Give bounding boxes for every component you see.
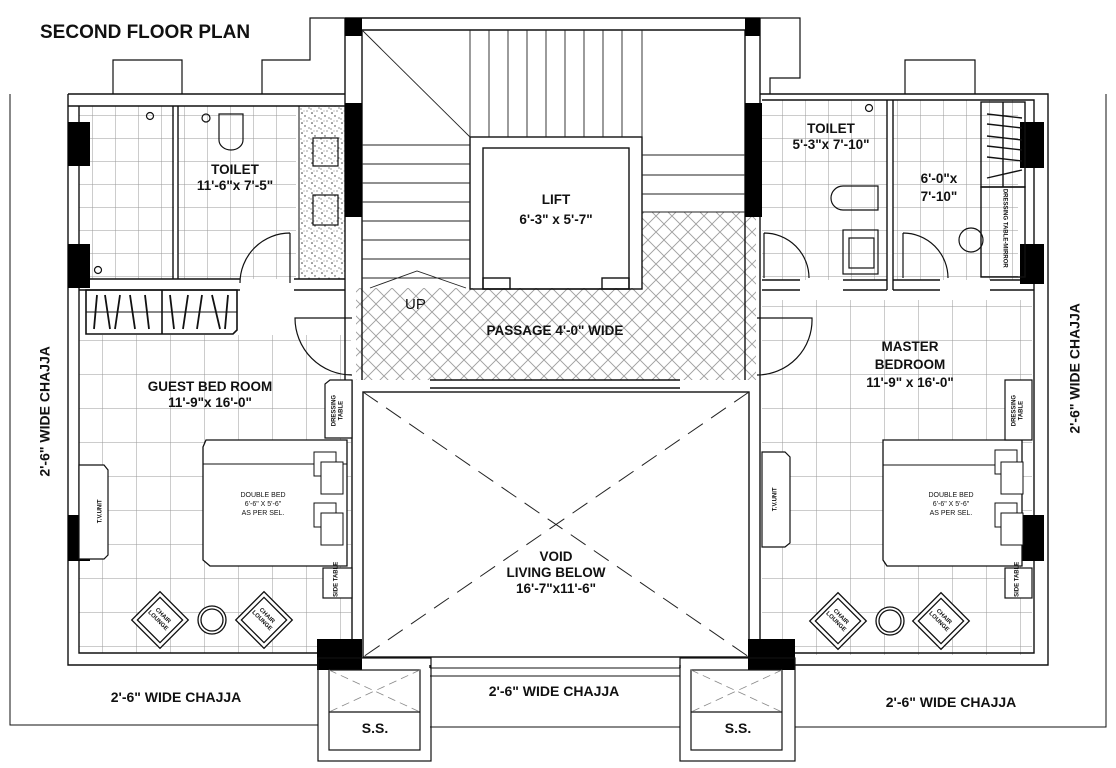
guest-tv-unit-label: T.V.UNIT — [97, 499, 104, 524]
void-line1: VOID — [539, 549, 573, 564]
void-line3: 16'-7"x11'-6" — [515, 581, 597, 597]
guest-toilet-size: 11'-6"x 7'-5" — [196, 178, 274, 194]
walls — [67, 17, 1049, 668]
chajja-bottom-center-label: 2'-6" WIDE CHAJJA — [488, 683, 620, 699]
chajja-left-label: 2'-6" WIDE CHAJJA — [36, 346, 53, 477]
dressing-table-mirror-label: DRESSING TABLE-MIRROR — [1001, 188, 1008, 268]
chajja-bottom-right-label: 2'-6" WIDE CHAJJA — [885, 694, 1017, 710]
top-projections — [112, 17, 976, 94]
stair-up-label: UP — [405, 296, 426, 313]
guest-dressing-table-label: DRESSING TABLE — [331, 394, 344, 427]
columns — [68, 18, 1044, 670]
master-side-table-label: SIDE TABLE — [1014, 561, 1021, 597]
void-line2: LIVING BELOW — [506, 565, 606, 581]
guest-toilet-label: TOILET 11'-6"x 7'-5" — [180, 162, 290, 194]
master-tv-unit-label: T.V.UNIT — [772, 487, 779, 512]
guest-bedroom-size: 11'-9"x 16'-0" — [168, 395, 252, 411]
chajja-outline — [9, 94, 1107, 728]
master-bedroom-label: MASTER BEDROOM 11'-9" x 16'-0" — [840, 338, 980, 393]
shafts — [317, 657, 796, 762]
guest-toilet-name: TOILET — [211, 162, 259, 177]
master-bedroom-size: 11'-9" x 16'-0" — [866, 375, 954, 391]
master-toilet-name: TOILET — [807, 121, 855, 136]
beds — [202, 439, 1023, 567]
master-bed-line3: AS PER SEL. — [929, 509, 973, 517]
guest-bed-line1: DOUBLE BED — [240, 492, 286, 499]
shaft-right-label: S.S. — [724, 720, 752, 736]
guest-bedroom-label: GUEST BED ROOM 11'-9"x 16'-0" — [120, 379, 300, 411]
master-bed-line2: 6'-6" X 5'-6" — [932, 500, 970, 508]
void-label: VOID LIVING BELOW 16'-7"x11'-6" — [486, 549, 626, 598]
lift-size: 6'-3" x 5'-7" — [519, 212, 593, 228]
guest-bed-label: DOUBLE BED 6'-6" X 5'-6" AS PER SEL. — [218, 492, 308, 518]
lift-label: LIFT 6'-3" x 5'-7" — [486, 192, 626, 228]
void-cross — [362, 391, 750, 658]
lounges — [130, 590, 971, 651]
master-bedroom-name-line2: BEDROOM — [874, 357, 946, 373]
dressing-room-label: 6'-0"x 7'-10" — [906, 170, 972, 206]
guest-bedroom-name: GUEST BED ROOM — [147, 379, 273, 394]
passage-label: PASSAGE 4'-0" WIDE — [486, 323, 624, 338]
furniture-boxes — [78, 379, 1033, 599]
master-wardrobe — [980, 101, 1026, 278]
shaft-left-label: S.S. — [361, 720, 389, 736]
guest-side-table-label: SIDE TABLE — [333, 561, 340, 597]
master-dressing-table-label: DRESSING TABLE — [1011, 394, 1024, 427]
plan-title: SECOND FLOOR PLAN — [40, 22, 251, 43]
dressing-size-line2: 7'-10" — [920, 189, 958, 205]
dressing-size-line1: 6'-0"x — [920, 171, 958, 186]
stair-treads — [361, 29, 745, 289]
chajja-bottom-left-label: 2'-6" WIDE CHAJJA — [110, 689, 242, 705]
chajja-right-label: 2'-6" WIDE CHAJJA — [1066, 303, 1083, 434]
master-bed-label: DOUBLE BED 6'-6" X 5'-6" AS PER SEL. — [906, 492, 996, 518]
guest-bed-line2: 6'-6" X 5'-6" — [244, 500, 282, 508]
pillows — [313, 449, 1024, 546]
master-toilet-label: TOILET 5'-3"x 7'-10" — [778, 121, 884, 153]
sanitary-fixtures — [93, 103, 984, 275]
doors — [239, 232, 949, 376]
guest-bed-line3: AS PER SEL. — [241, 509, 285, 517]
master-toilet-size: 5'-3"x 7'-10" — [792, 137, 870, 153]
guest-wardrobe — [85, 289, 238, 335]
master-bed-line1: DOUBLE BED — [928, 492, 974, 499]
master-bedroom-name-line1: MASTER — [881, 339, 939, 354]
lift-name: LIFT — [541, 192, 571, 207]
